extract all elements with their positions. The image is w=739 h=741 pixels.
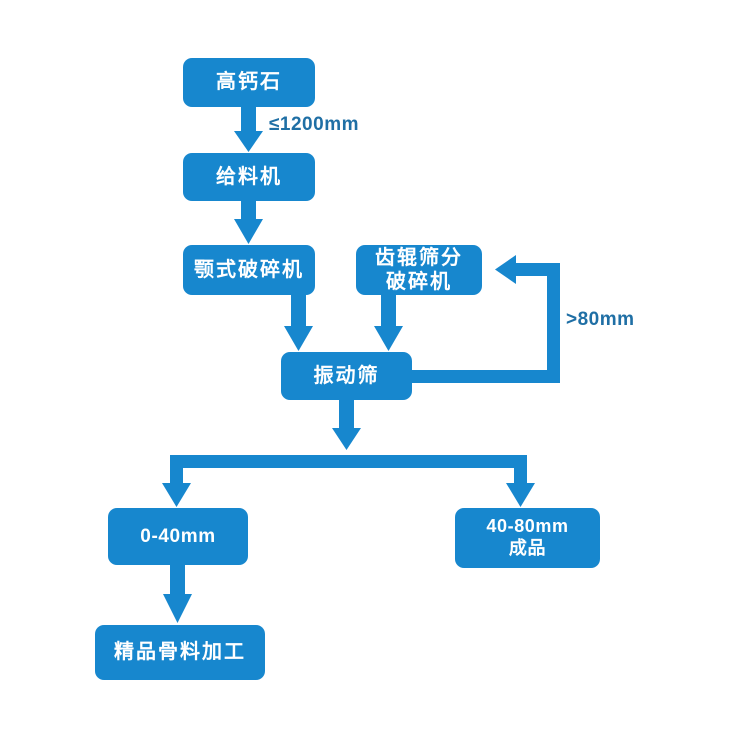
arrow-screen-to-split [332, 400, 361, 450]
arrow-screen-return-loop [412, 255, 560, 383]
node-product-0-40mm[interactable]: 0-40mm [108, 508, 248, 565]
arrow-product-to-aggregate [163, 565, 192, 623]
node-roller-crusher[interactable]: 齿辊筛分 破碎机 [356, 245, 482, 295]
node-aggregate-processing-label: 精品骨料加工 [114, 641, 246, 664]
node-raw-material-label: 高钙石 [216, 71, 282, 94]
arrow-feeder-to-jaw [234, 200, 263, 244]
node-raw-material[interactable]: 高钙石 [183, 58, 315, 107]
node-feeder[interactable]: 给料机 [183, 153, 315, 201]
node-product-0-40mm-label: 0-40mm [140, 525, 216, 547]
arrow-roller-to-screen [374, 295, 403, 351]
arrow-raw-to-feeder [234, 107, 263, 152]
edge-label-feed-size: ≤1200mm [269, 114, 359, 135]
node-roller-crusher-label: 齿辊筛分 破碎机 [375, 246, 463, 293]
edge-label-oversize-return: >80mm [566, 309, 635, 330]
node-vibrating-screen-label: 振动筛 [313, 364, 380, 387]
arrow-jaw-to-screen [284, 295, 313, 351]
connector-split-bar [162, 455, 535, 507]
node-jaw-crusher-label: 颚式破碎机 [194, 258, 304, 281]
node-product-40-80mm[interactable]: 40-80mm 成品 [455, 508, 600, 568]
node-jaw-crusher[interactable]: 颚式破碎机 [183, 245, 315, 295]
node-vibrating-screen[interactable]: 振动筛 [281, 352, 412, 400]
node-product-40-80mm-label: 40-80mm 成品 [486, 516, 569, 558]
node-aggregate-processing[interactable]: 精品骨料加工 [95, 625, 265, 680]
node-feeder-label: 给料机 [216, 165, 282, 188]
